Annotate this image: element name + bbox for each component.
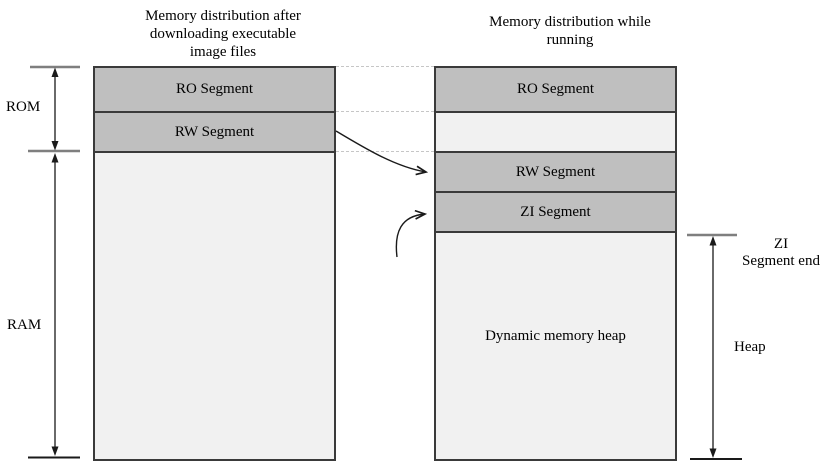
- rom-label: ROM: [6, 99, 41, 115]
- segment-label: RW Segment: [174, 123, 255, 140]
- right-column-title: Memory distribution while running: [489, 14, 651, 48]
- left-empty-region: [95, 153, 334, 459]
- segment-label: RO Segment: [516, 81, 595, 97]
- dashed-connector-top: [336, 66, 434, 67]
- zi-creation-arrow: [395, 214, 425, 258]
- right-gap-region: [436, 113, 675, 153]
- segment-label: Dynamic memory heap: [485, 328, 626, 344]
- segment-label: RW Segment: [515, 163, 596, 180]
- right-heap-region: Dynamic memory heap: [436, 233, 675, 459]
- left-rw-segment: RW Segment: [95, 113, 334, 153]
- left-column-title: Memory distribution after downloading ex…: [145, 8, 301, 60]
- heap-label: Heap: [734, 339, 766, 355]
- segment-copy-arrows: [335, 130, 440, 258]
- right-memory-column: RO Segment RW Segment ZI Segment Dynamic…: [434, 66, 677, 461]
- right-zi-segment: ZI Segment: [436, 193, 675, 233]
- segment-label: ZI Segment: [520, 203, 591, 220]
- rw-relocation-arrow: [335, 130, 426, 172]
- dashed-connector-rw-bottom: [336, 151, 434, 152]
- right-ro-segment: RO Segment: [436, 68, 675, 113]
- dashed-connector-ro-rw: [336, 111, 434, 112]
- segment-label: RO Segment: [175, 81, 254, 97]
- rom-ram-extent-arrows: [28, 65, 80, 459]
- zi-segment-end-label: ZI Segment end: [742, 236, 820, 269]
- ram-label: RAM: [7, 317, 42, 333]
- right-rw-segment: RW Segment: [436, 153, 675, 193]
- left-ro-segment: RO Segment: [95, 68, 334, 113]
- heap-extent-arrow: [687, 233, 742, 460]
- left-memory-column: RO Segment RW Segment: [93, 66, 336, 461]
